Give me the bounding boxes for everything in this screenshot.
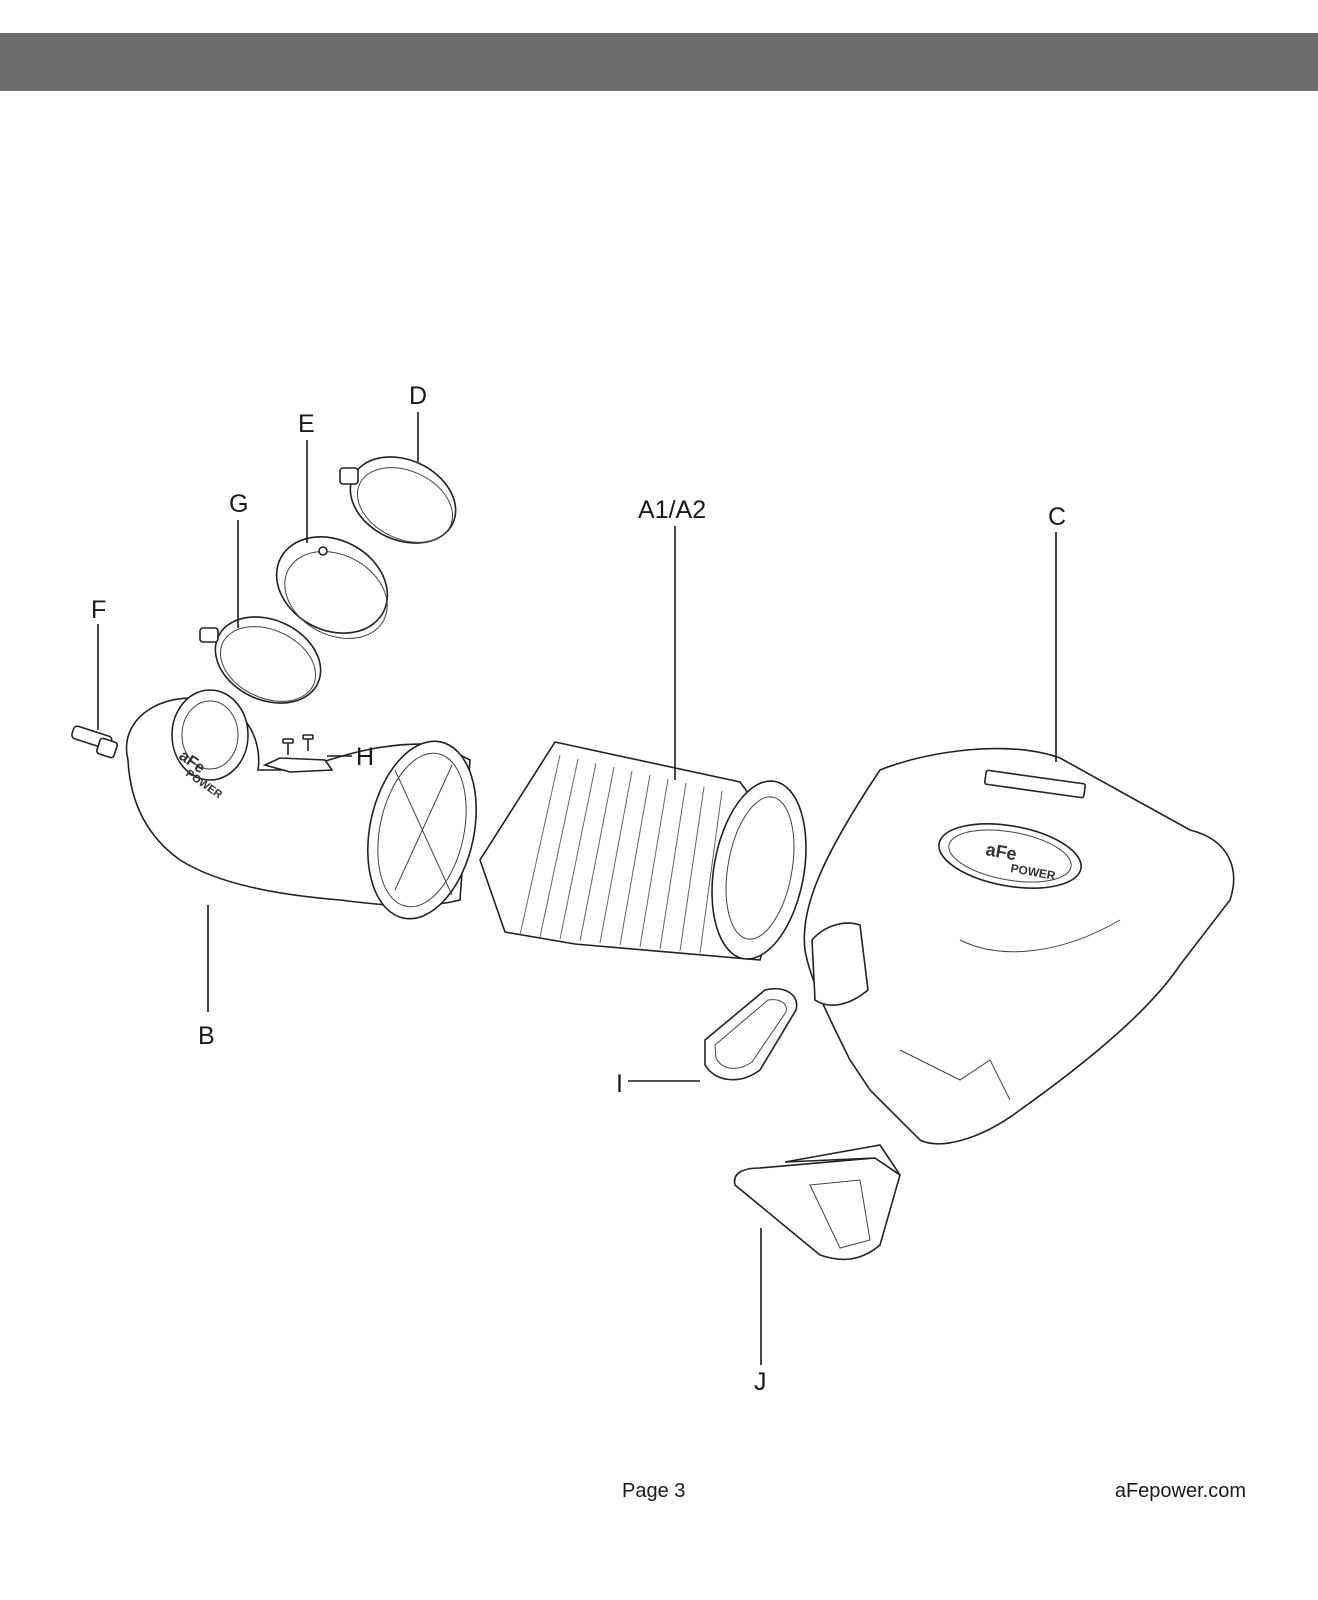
part-e-coupler (275, 536, 389, 639)
part-d-clamp (339, 456, 457, 544)
callout-a: A1/A2 (638, 496, 706, 524)
filter-pleats (519, 754, 723, 954)
part-h-screws (282, 734, 314, 755)
callout-d: D (409, 382, 427, 410)
header-band (0, 33, 1318, 91)
part-b-intake-tube: aFe POWER (125, 689, 477, 920)
callout-j: J (754, 1368, 767, 1396)
website-url: aFepower.com (1114, 1480, 1246, 1502)
part-i-seal (704, 988, 798, 1081)
callout-i: I (616, 1070, 623, 1098)
part-j-scoop (733, 1144, 901, 1261)
part-a-cone-filter (479, 741, 807, 961)
callout-b: B (198, 1022, 215, 1050)
page-number: Page 3 (622, 1480, 686, 1502)
part-f-fitting (71, 725, 119, 759)
callout-c: C (1048, 503, 1066, 531)
callout-f: F (91, 596, 106, 624)
callout-e: E (298, 410, 315, 438)
callout-h: H (356, 743, 374, 771)
part-c-airbox: aFe POWER (803, 747, 1235, 1145)
part-g-clamp (199, 616, 322, 704)
callout-g: G (229, 490, 248, 518)
